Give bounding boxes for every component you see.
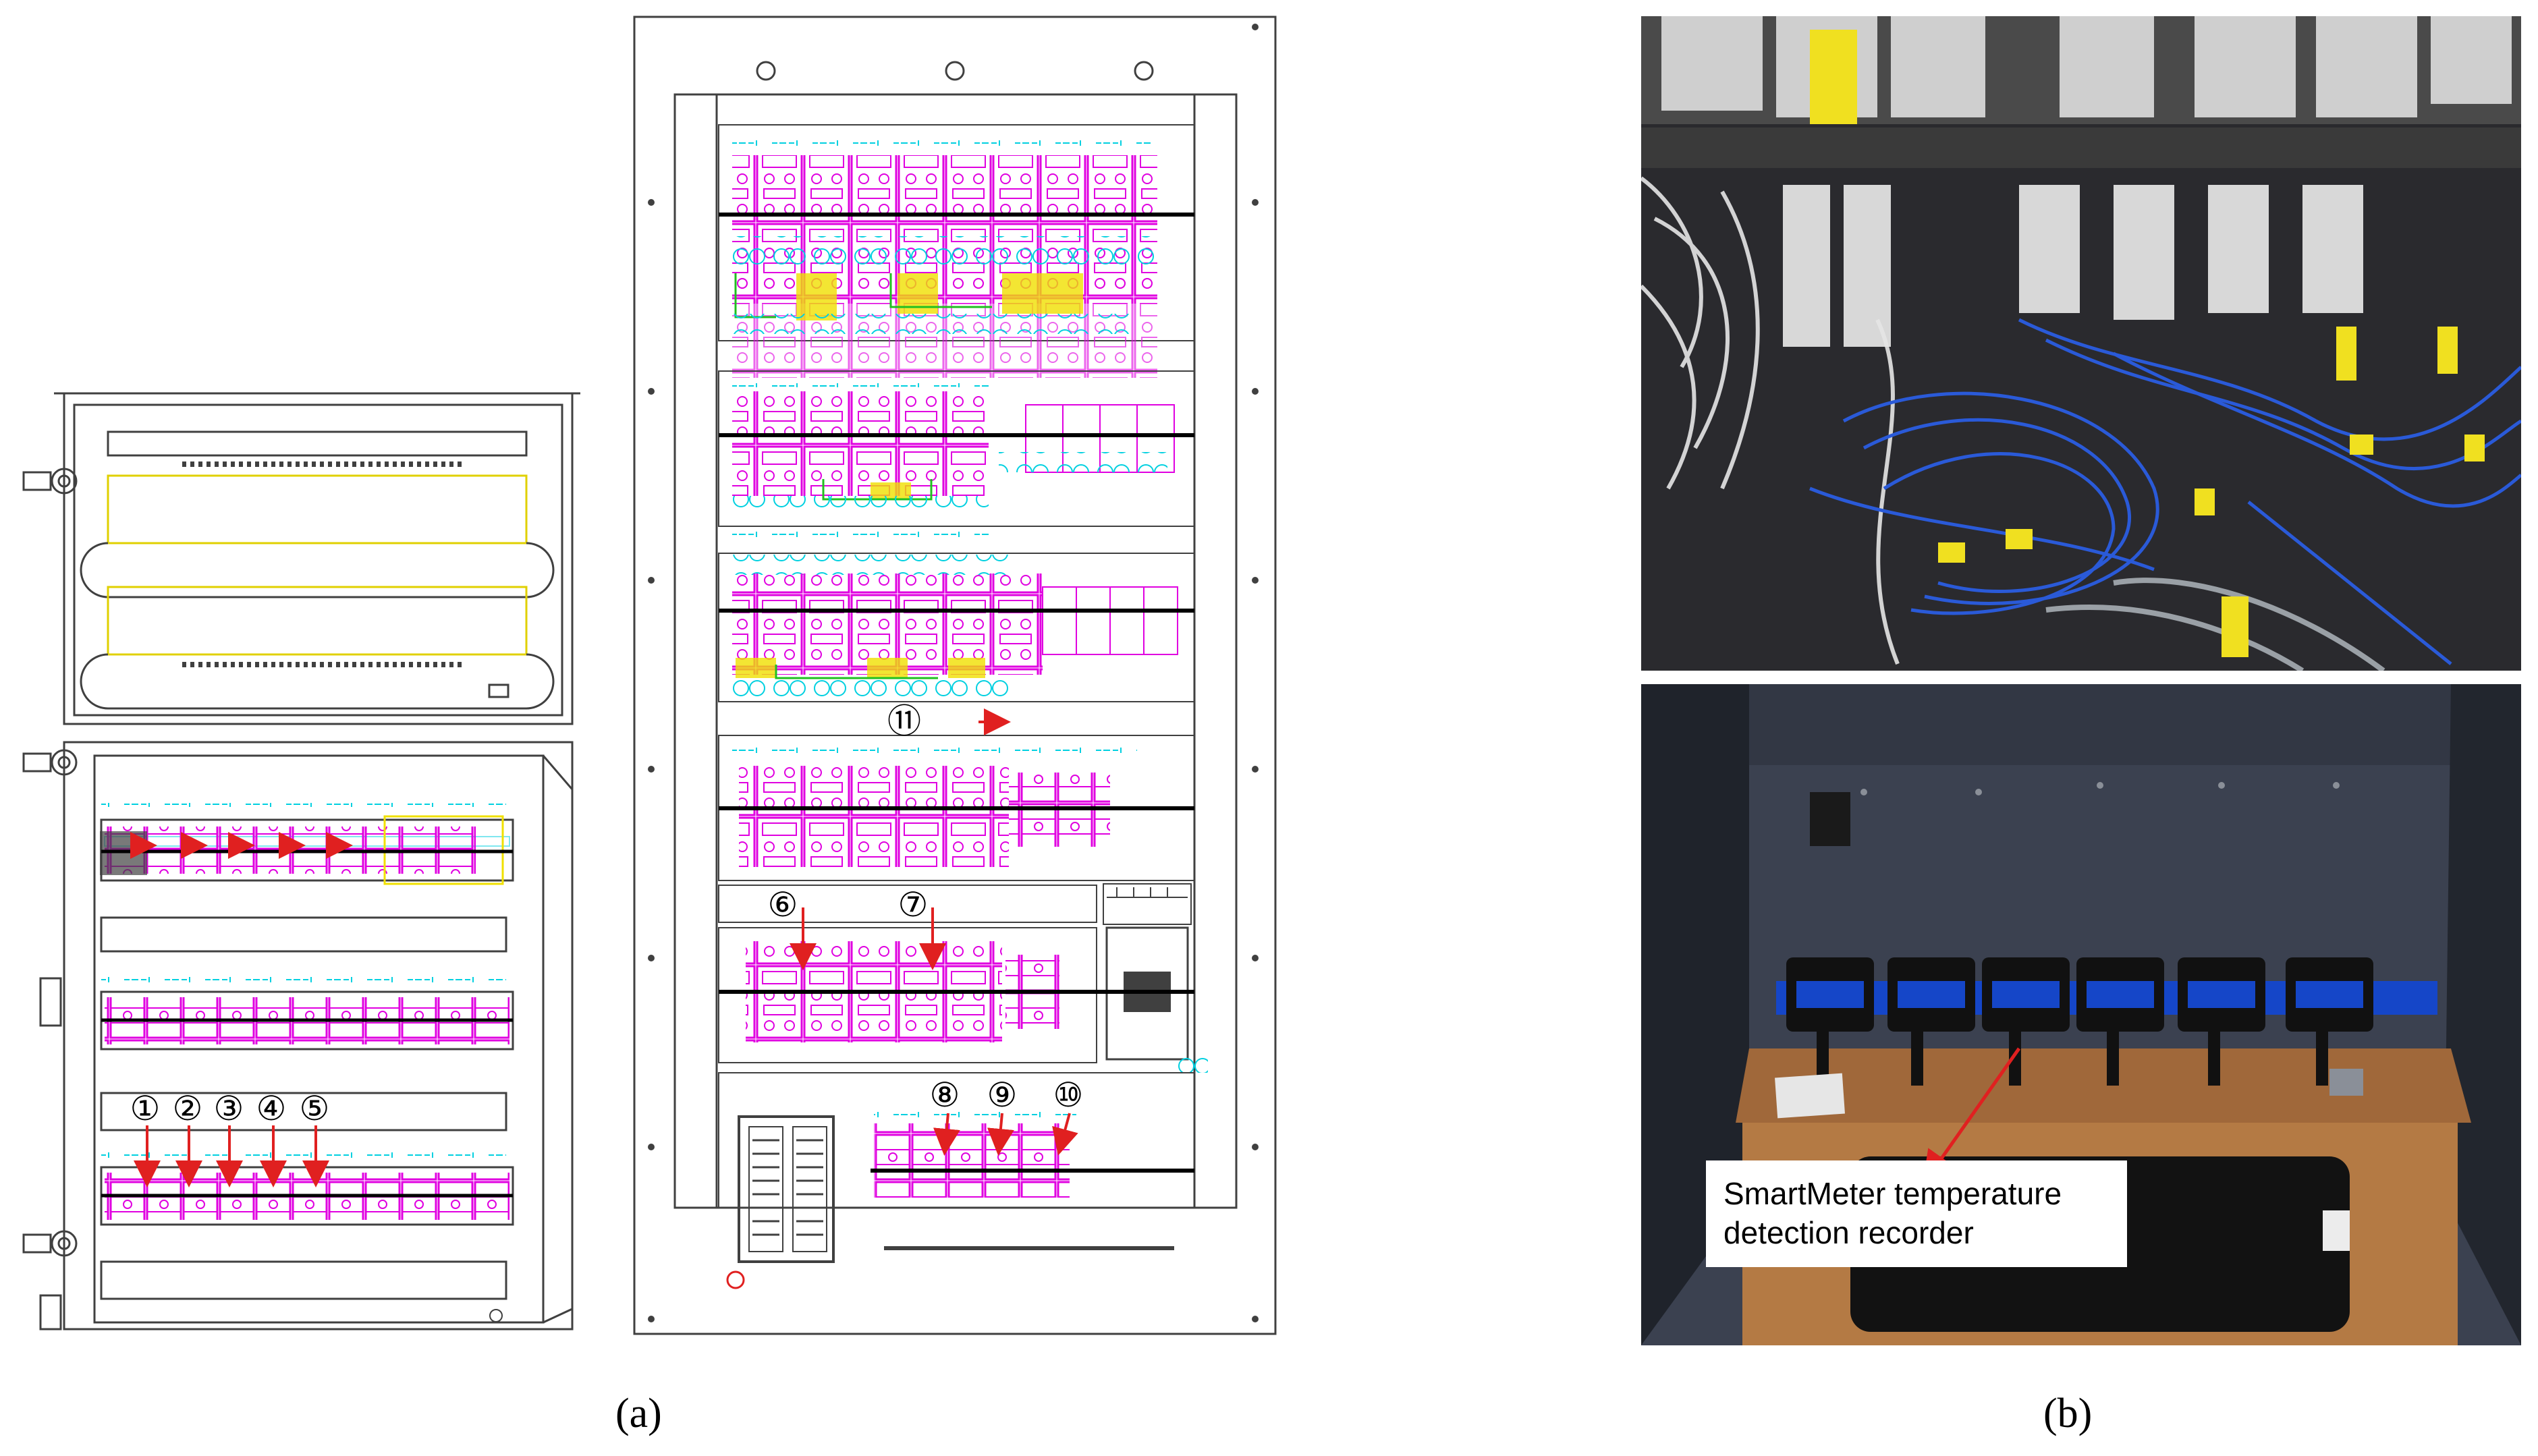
row-5 bbox=[718, 883, 1208, 1073]
row-4 bbox=[718, 735, 1195, 881]
row-3 bbox=[718, 532, 1195, 702]
left-cabinet-rails bbox=[100, 803, 514, 1322]
right-arrows bbox=[790, 708, 1078, 1156]
caption-a: (a) bbox=[615, 1391, 662, 1436]
marker-5: ⑤ bbox=[300, 1089, 330, 1128]
marker-6: ⑥ bbox=[768, 885, 798, 924]
row-6 bbox=[718, 1072, 1195, 1263]
left-arrows bbox=[130, 832, 353, 1187]
marker-4: ④ bbox=[256, 1089, 287, 1128]
row-1 bbox=[718, 124, 1195, 378]
marker-8: ⑧ bbox=[930, 1075, 960, 1115]
caption-b: (b) bbox=[2043, 1391, 2093, 1436]
cabinet-drawing: ① ② ③ ④ ⑤ ⑥ ⑦ ⑧ ⑨ ⑩ ⑪ bbox=[22, 16, 1277, 1335]
marker-11: ⑪ bbox=[887, 702, 921, 741]
marker-7: ⑦ bbox=[898, 885, 929, 924]
callout-line-2: detection recorder bbox=[1723, 1215, 1974, 1250]
marker-3: ③ bbox=[214, 1089, 244, 1128]
photo-wiring bbox=[1641, 16, 2521, 671]
mounting-screws bbox=[648, 24, 1259, 1322]
markers: ① ② ③ ④ ⑤ ⑥ ⑦ ⑧ ⑨ ⑩ ⑪ bbox=[130, 702, 1084, 1128]
marker-1: ① bbox=[130, 1089, 161, 1128]
callout-smartmeter: SmartMeter temperature detection recorde… bbox=[1706, 1160, 2127, 1267]
callout-line-1: SmartMeter temperature bbox=[1723, 1176, 2062, 1211]
marker-2: ② bbox=[173, 1089, 203, 1128]
upper-compartment-internals bbox=[80, 430, 555, 710]
left-cabinet bbox=[22, 392, 580, 1331]
marker-9: ⑨ bbox=[987, 1075, 1018, 1115]
row-2 bbox=[718, 370, 1195, 527]
right-cabinet bbox=[633, 16, 1277, 1335]
marker-10: ⑩ bbox=[1053, 1075, 1084, 1115]
